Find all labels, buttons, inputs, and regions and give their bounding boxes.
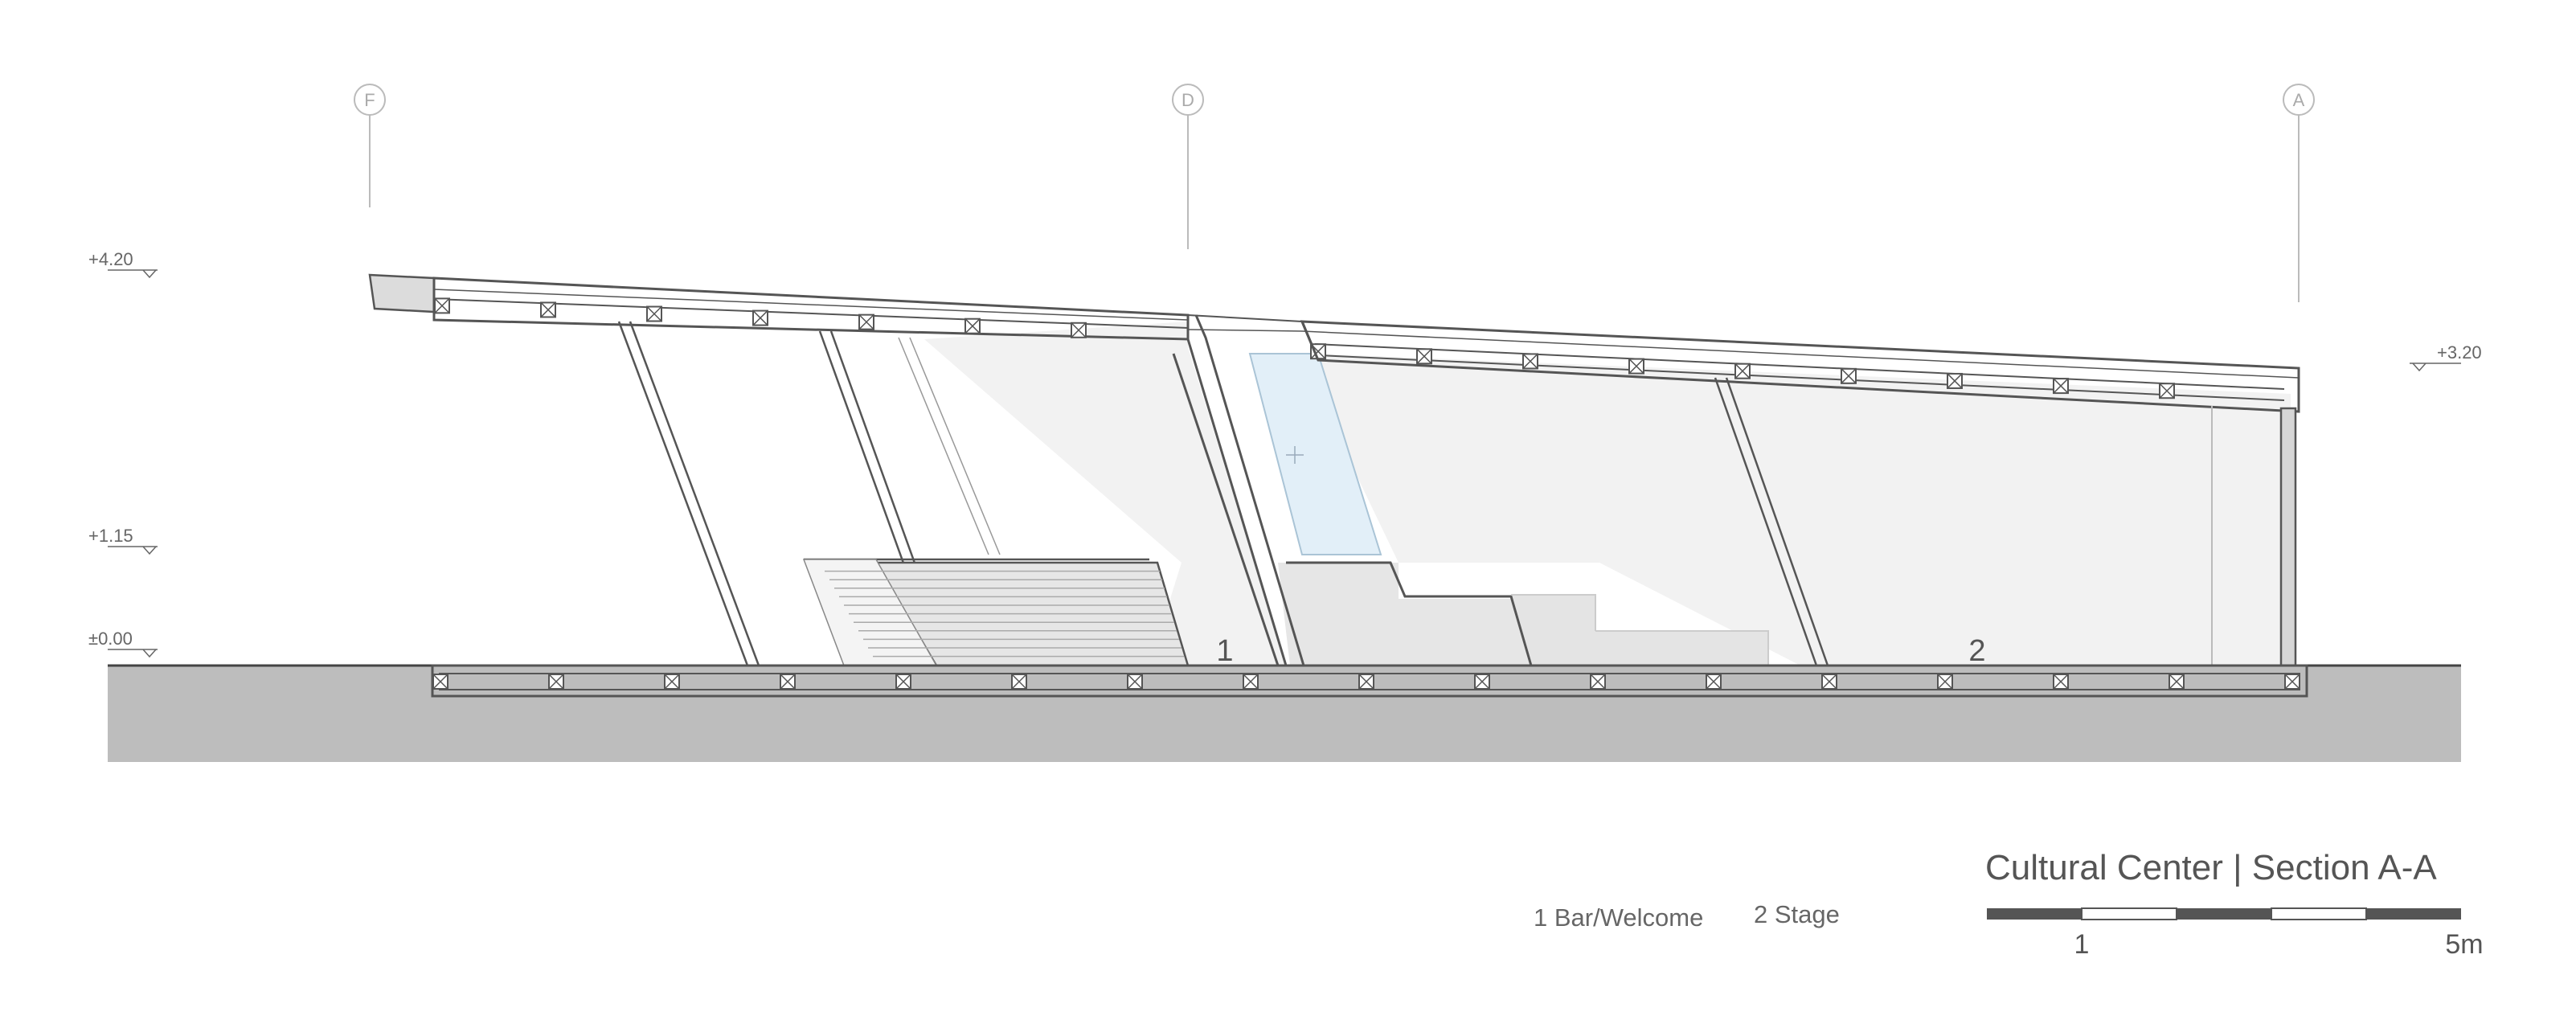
roof-gap-top bbox=[1187, 314, 1303, 322]
roof-joist-marker bbox=[752, 309, 768, 326]
ground-mass bbox=[108, 664, 2461, 762]
legend-stage: 2 Stage bbox=[1754, 900, 1840, 928]
roof-slab-right bbox=[1300, 320, 2300, 413]
grid-axis-f: F bbox=[354, 84, 386, 207]
roof-joist-marker bbox=[540, 301, 556, 318]
roof-joist-marker bbox=[1522, 353, 1538, 370]
grid-axis-f-label: F bbox=[364, 90, 375, 110]
floor-joist-marker bbox=[1937, 674, 1953, 690]
floor-joist-marker bbox=[1590, 674, 1606, 690]
floor-joist-marker bbox=[1474, 674, 1490, 690]
roof-joist-marker bbox=[2159, 383, 2175, 399]
level-marker-mid: +1.15 bbox=[88, 526, 158, 555]
floor-joist-marker bbox=[2053, 674, 2069, 690]
floor-slab bbox=[431, 664, 2308, 698]
grid-axis-d-label: D bbox=[1182, 90, 1194, 110]
inclined-columns bbox=[617, 321, 1829, 666]
floor-joist-marker bbox=[1243, 674, 1259, 690]
floor-joist-marker bbox=[895, 674, 911, 690]
roof-joist-marker bbox=[964, 317, 981, 334]
roof-joist-marker bbox=[1841, 367, 1857, 384]
level-marker-roof-high: +4.20 bbox=[88, 249, 158, 279]
grid-axis-a: A bbox=[2283, 84, 2315, 302]
scale-label-start: 1 bbox=[2074, 929, 2090, 960]
floor-joist-marker bbox=[780, 674, 796, 690]
floor-joist-marker bbox=[1011, 674, 1027, 690]
roof-joist-marker bbox=[646, 305, 662, 322]
level-ground-label: ±0.00 bbox=[88, 629, 133, 649]
end-wall-right bbox=[2211, 406, 2297, 667]
scale-label-end: 5m bbox=[2445, 929, 2483, 960]
roof-slab-left bbox=[368, 273, 1190, 341]
level-roof-low-label: +3.20 bbox=[2437, 342, 2482, 363]
floor-joist-marker bbox=[2284, 674, 2300, 690]
central-column bbox=[1172, 314, 1533, 666]
skylight-glass bbox=[1248, 353, 1382, 555]
roof-joist-marker bbox=[1416, 348, 1432, 365]
floor-joist-marker bbox=[664, 674, 680, 690]
grid-axis-a-label: A bbox=[2293, 90, 2305, 110]
floor-joist-marker bbox=[548, 674, 564, 690]
scale-bar: 1 5m bbox=[1987, 907, 2484, 960]
bar-counter bbox=[802, 558, 1190, 667]
roof-joist-marker bbox=[434, 297, 450, 314]
floor-joist-marker bbox=[1127, 674, 1143, 690]
roof-joist-marker bbox=[1947, 372, 1963, 389]
level-roof-high-label: +4.20 bbox=[88, 249, 133, 269]
interior-fill bbox=[924, 322, 2291, 666]
roof-gap-bottom bbox=[1187, 329, 1303, 332]
level-marker-roof-low: +3.20 bbox=[2410, 342, 2482, 372]
floor-joist-marker bbox=[2169, 674, 2185, 690]
room-number-bar: 1 bbox=[1216, 634, 1233, 668]
room-number-stage: 2 bbox=[1968, 634, 1985, 668]
legend-bar: 1 Bar/Welcome bbox=[1534, 903, 1703, 932]
floor-joist-marker bbox=[432, 674, 448, 690]
roof-joist-marker bbox=[858, 313, 874, 330]
roof-joist-marker bbox=[1628, 358, 1644, 375]
floor-joist-marker bbox=[1358, 674, 1374, 690]
roof-joist-marker bbox=[1734, 363, 1751, 379]
floor-joist-marker bbox=[1821, 674, 1837, 690]
roof-joist-marker bbox=[2053, 378, 2069, 395]
floor-joist-marker bbox=[1706, 674, 1722, 690]
drawing-title: Cultural Center | Section A-A bbox=[1985, 848, 2437, 887]
stage-steps bbox=[1511, 594, 1769, 666]
level-marker-ground: ±0.00 bbox=[88, 629, 158, 658]
grid-axis-d: D bbox=[1172, 84, 1204, 249]
roof-joist-marker bbox=[1071, 322, 1087, 338]
level-mid-label: +1.15 bbox=[88, 526, 133, 546]
